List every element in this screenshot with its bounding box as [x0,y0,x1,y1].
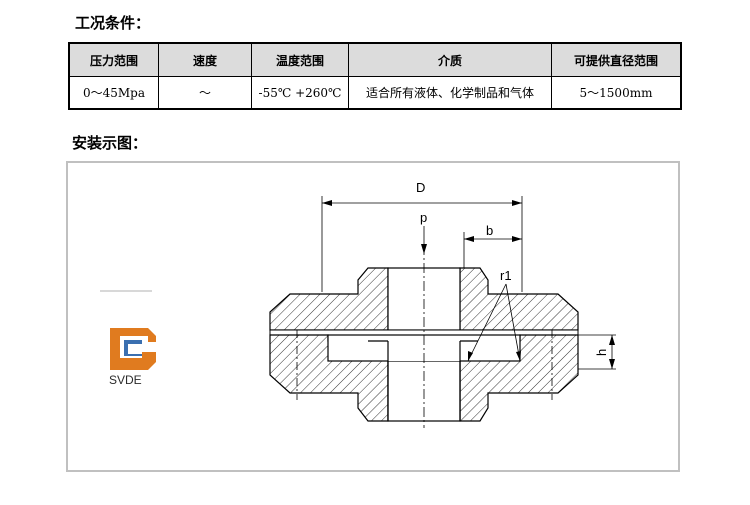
svde-logo [110,328,156,370]
header-diameter: 可提供直径范围 [551,42,682,77]
conditions-table: 压力范围 速度 温度范围 介质 可提供直径范围 0～45Mpa ～ -55℃ +… [68,42,682,110]
header-pressure: 压力范围 [68,42,159,77]
label-r1: r1 [500,268,512,283]
table-row: 0～45Mpa ～ -55℃ +260℃ 适合所有液体、化学制品和气体 5～15… [68,76,682,110]
label-h: h [594,349,609,356]
label-D: D [416,180,425,195]
label-p: p [420,210,427,225]
dimension-D: D [321,180,523,292]
conditions-title: 工况条件： [75,14,151,32]
dimension-h: h [578,334,616,370]
logo-text: SVDE [109,373,142,387]
table-header-row: 压力范围 速度 温度范围 介质 可提供直径范围 [68,42,682,77]
cell-diameter: 5～1500mm [551,76,682,110]
installation-diagram-frame [66,161,680,472]
install-title: 安装示图： [72,134,148,152]
pressure-arrow: p [420,210,427,254]
dimension-b: b [463,223,522,268]
radius-r1-leaders: r1 [467,268,521,362]
cell-speed: ～ [158,76,252,110]
cell-temperature: -55℃ +260℃ [251,76,349,110]
cell-medium: 适合所有液体、化学制品和气体 [348,76,552,110]
header-medium: 介质 [348,42,552,77]
cell-pressure: 0～45Mpa [68,76,159,110]
header-speed: 速度 [158,42,252,77]
label-b: b [486,223,493,238]
